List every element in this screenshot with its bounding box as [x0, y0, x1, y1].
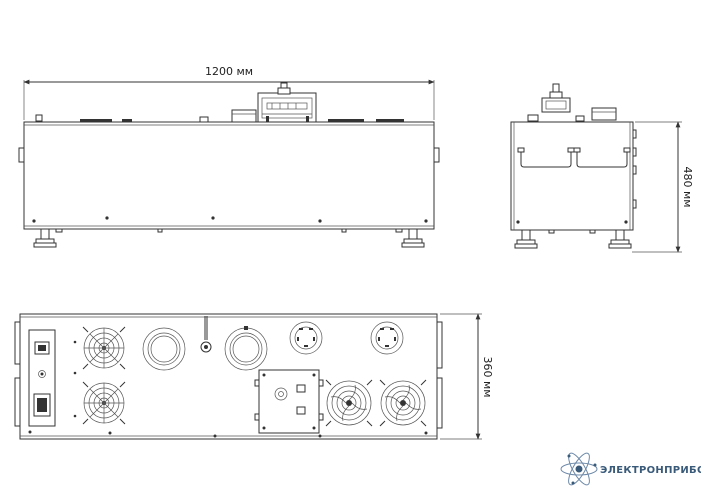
front-view: 1200 мм — [18, 65, 440, 248]
connector-1 — [289, 321, 323, 355]
length-dimension: 1200 мм — [23, 65, 435, 120]
length-label: 1200 мм — [205, 65, 253, 78]
port-1 — [142, 327, 186, 371]
front-foot-left — [33, 228, 57, 248]
top-control-box — [257, 82, 317, 123]
front-foot-right — [401, 228, 425, 248]
logo: ЭЛЕКТРОНПРИБОР — [560, 452, 701, 486]
side-view: 480 мм — [510, 83, 694, 253]
depth-dimension: 360 мм — [440, 313, 494, 440]
height-label: 480 мм — [681, 166, 694, 207]
top-details — [35, 109, 404, 123]
front-screws — [32, 216, 428, 223]
top-view: 360 мм — [14, 313, 494, 440]
front-body — [23, 121, 435, 230]
side-handle-left — [520, 151, 572, 168]
side-handle-right — [576, 151, 628, 168]
connector-2 — [370, 321, 404, 355]
logo-text: ЭЛЕКТРОНПРИБОР — [600, 465, 701, 476]
atom-icon — [560, 452, 598, 486]
top-body — [19, 313, 438, 440]
depth-label: 360 мм — [481, 356, 494, 397]
left-panel — [28, 329, 56, 427]
height-dimension: 480 мм — [632, 121, 694, 253]
port-2 — [224, 326, 268, 371]
control-box-top — [254, 369, 324, 434]
side-body — [510, 121, 634, 231]
